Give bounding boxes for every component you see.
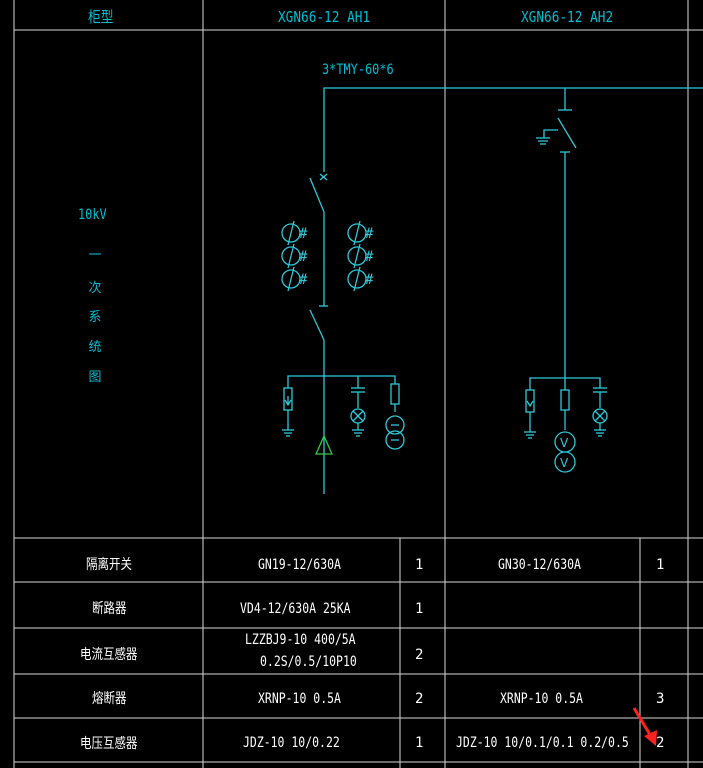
section-char-4: 统: [88, 340, 102, 355]
svg-text:V: V: [560, 436, 569, 450]
busbar-label: 3*TMY-60*6: [322, 62, 394, 78]
row-fuse-name: 熔断器: [92, 691, 127, 707]
section-char-3: 系: [88, 310, 102, 325]
svg-text:V: V: [560, 456, 569, 470]
row-isolator-name: 隔离开关: [86, 557, 132, 573]
svg-text:#: #: [365, 249, 374, 265]
ah2-isolator-blade: [557, 117, 577, 149]
ah2-surge-arrester: [524, 389, 536, 439]
row-fuse-ah2-qty: 3: [656, 691, 665, 707]
row-ct-ah1-model-line1: LZZBJ9-10 400/5A: [245, 632, 356, 648]
svg-text:#: #: [299, 272, 308, 288]
row-isolator-ah1-qty: 1: [415, 557, 424, 573]
row-breaker-name: 断路器: [92, 601, 127, 617]
row-ct-ah1-model-line2: 0.2S/0.5/10P10: [260, 654, 357, 670]
row-isolator-ah1-model: GN19-12/630A: [258, 557, 341, 573]
table-grid: [13, 0, 703, 768]
ah1-breaker-blade: [309, 309, 325, 341]
section-char-5: 图: [88, 370, 102, 385]
ah1-isolator-blade: [309, 177, 325, 213]
svg-text:#: #: [299, 226, 308, 242]
ah1-current-transformers: [281, 220, 367, 292]
row-ct-name: 电流互感器: [80, 647, 138, 663]
row-ct-ah1-qty: 2: [415, 647, 424, 663]
section-voltage-label: 10kV: [78, 207, 107, 223]
row-isolator-ah2-qty: 1: [656, 557, 665, 573]
header-ah2-title: XGN66-12 AH2: [521, 8, 614, 26]
row-pt-ah1-model: JDZ-10 10/0.22: [243, 735, 340, 751]
row-pt-ah1-qty: 1: [415, 735, 424, 751]
annotation-arrow: [632, 707, 657, 746]
ah1-surge-arrester: [282, 387, 294, 437]
busbar-line: [323, 87, 703, 172]
ah1-diagram: [287, 87, 703, 494]
row-breaker-ah1-qty: 1: [415, 601, 424, 617]
row-fuse-ah1-model: XRNP-10 0.5A: [258, 691, 341, 707]
row-fuse-ah1-qty: 2: [415, 691, 424, 707]
svg-text:#: #: [365, 226, 374, 242]
ah1-fuse-pt: [385, 383, 405, 450]
row-fuse-ah2-model: XRNP-10 0.5A: [500, 691, 583, 707]
ah1-ct-hash-marks: # # # # # #: [299, 226, 374, 288]
section-char-1: 一: [88, 248, 102, 263]
row-pt-ah2-model: JDZ-10 10/0.1/0.1 0.2/0.5: [456, 735, 629, 751]
ah2-fuse-pt: [554, 389, 576, 473]
svg-text:#: #: [299, 249, 308, 265]
row-isolator-ah2-model: GN30-12/630A: [498, 557, 581, 573]
section-char-2: 次: [88, 281, 102, 296]
ah2-diagram: [529, 88, 601, 390]
row-pt-ah2-qty: 2: [656, 735, 665, 751]
row-pt-name: 电压互感器: [80, 736, 138, 752]
row-breaker-ah1-model: VD4-12/630A 25KA: [240, 601, 351, 617]
ah1-ground-arrow: [314, 434, 334, 455]
ah2-pt-labels: V V: [560, 436, 569, 470]
header-ah1-title: XGN66-12 AH1: [278, 8, 371, 26]
ah2-indicator-lamp: [592, 387, 608, 437]
svg-text:#: #: [365, 272, 374, 288]
ah1-indicator-lamp: [350, 387, 366, 437]
header-type-label: 柜型: [88, 8, 114, 26]
